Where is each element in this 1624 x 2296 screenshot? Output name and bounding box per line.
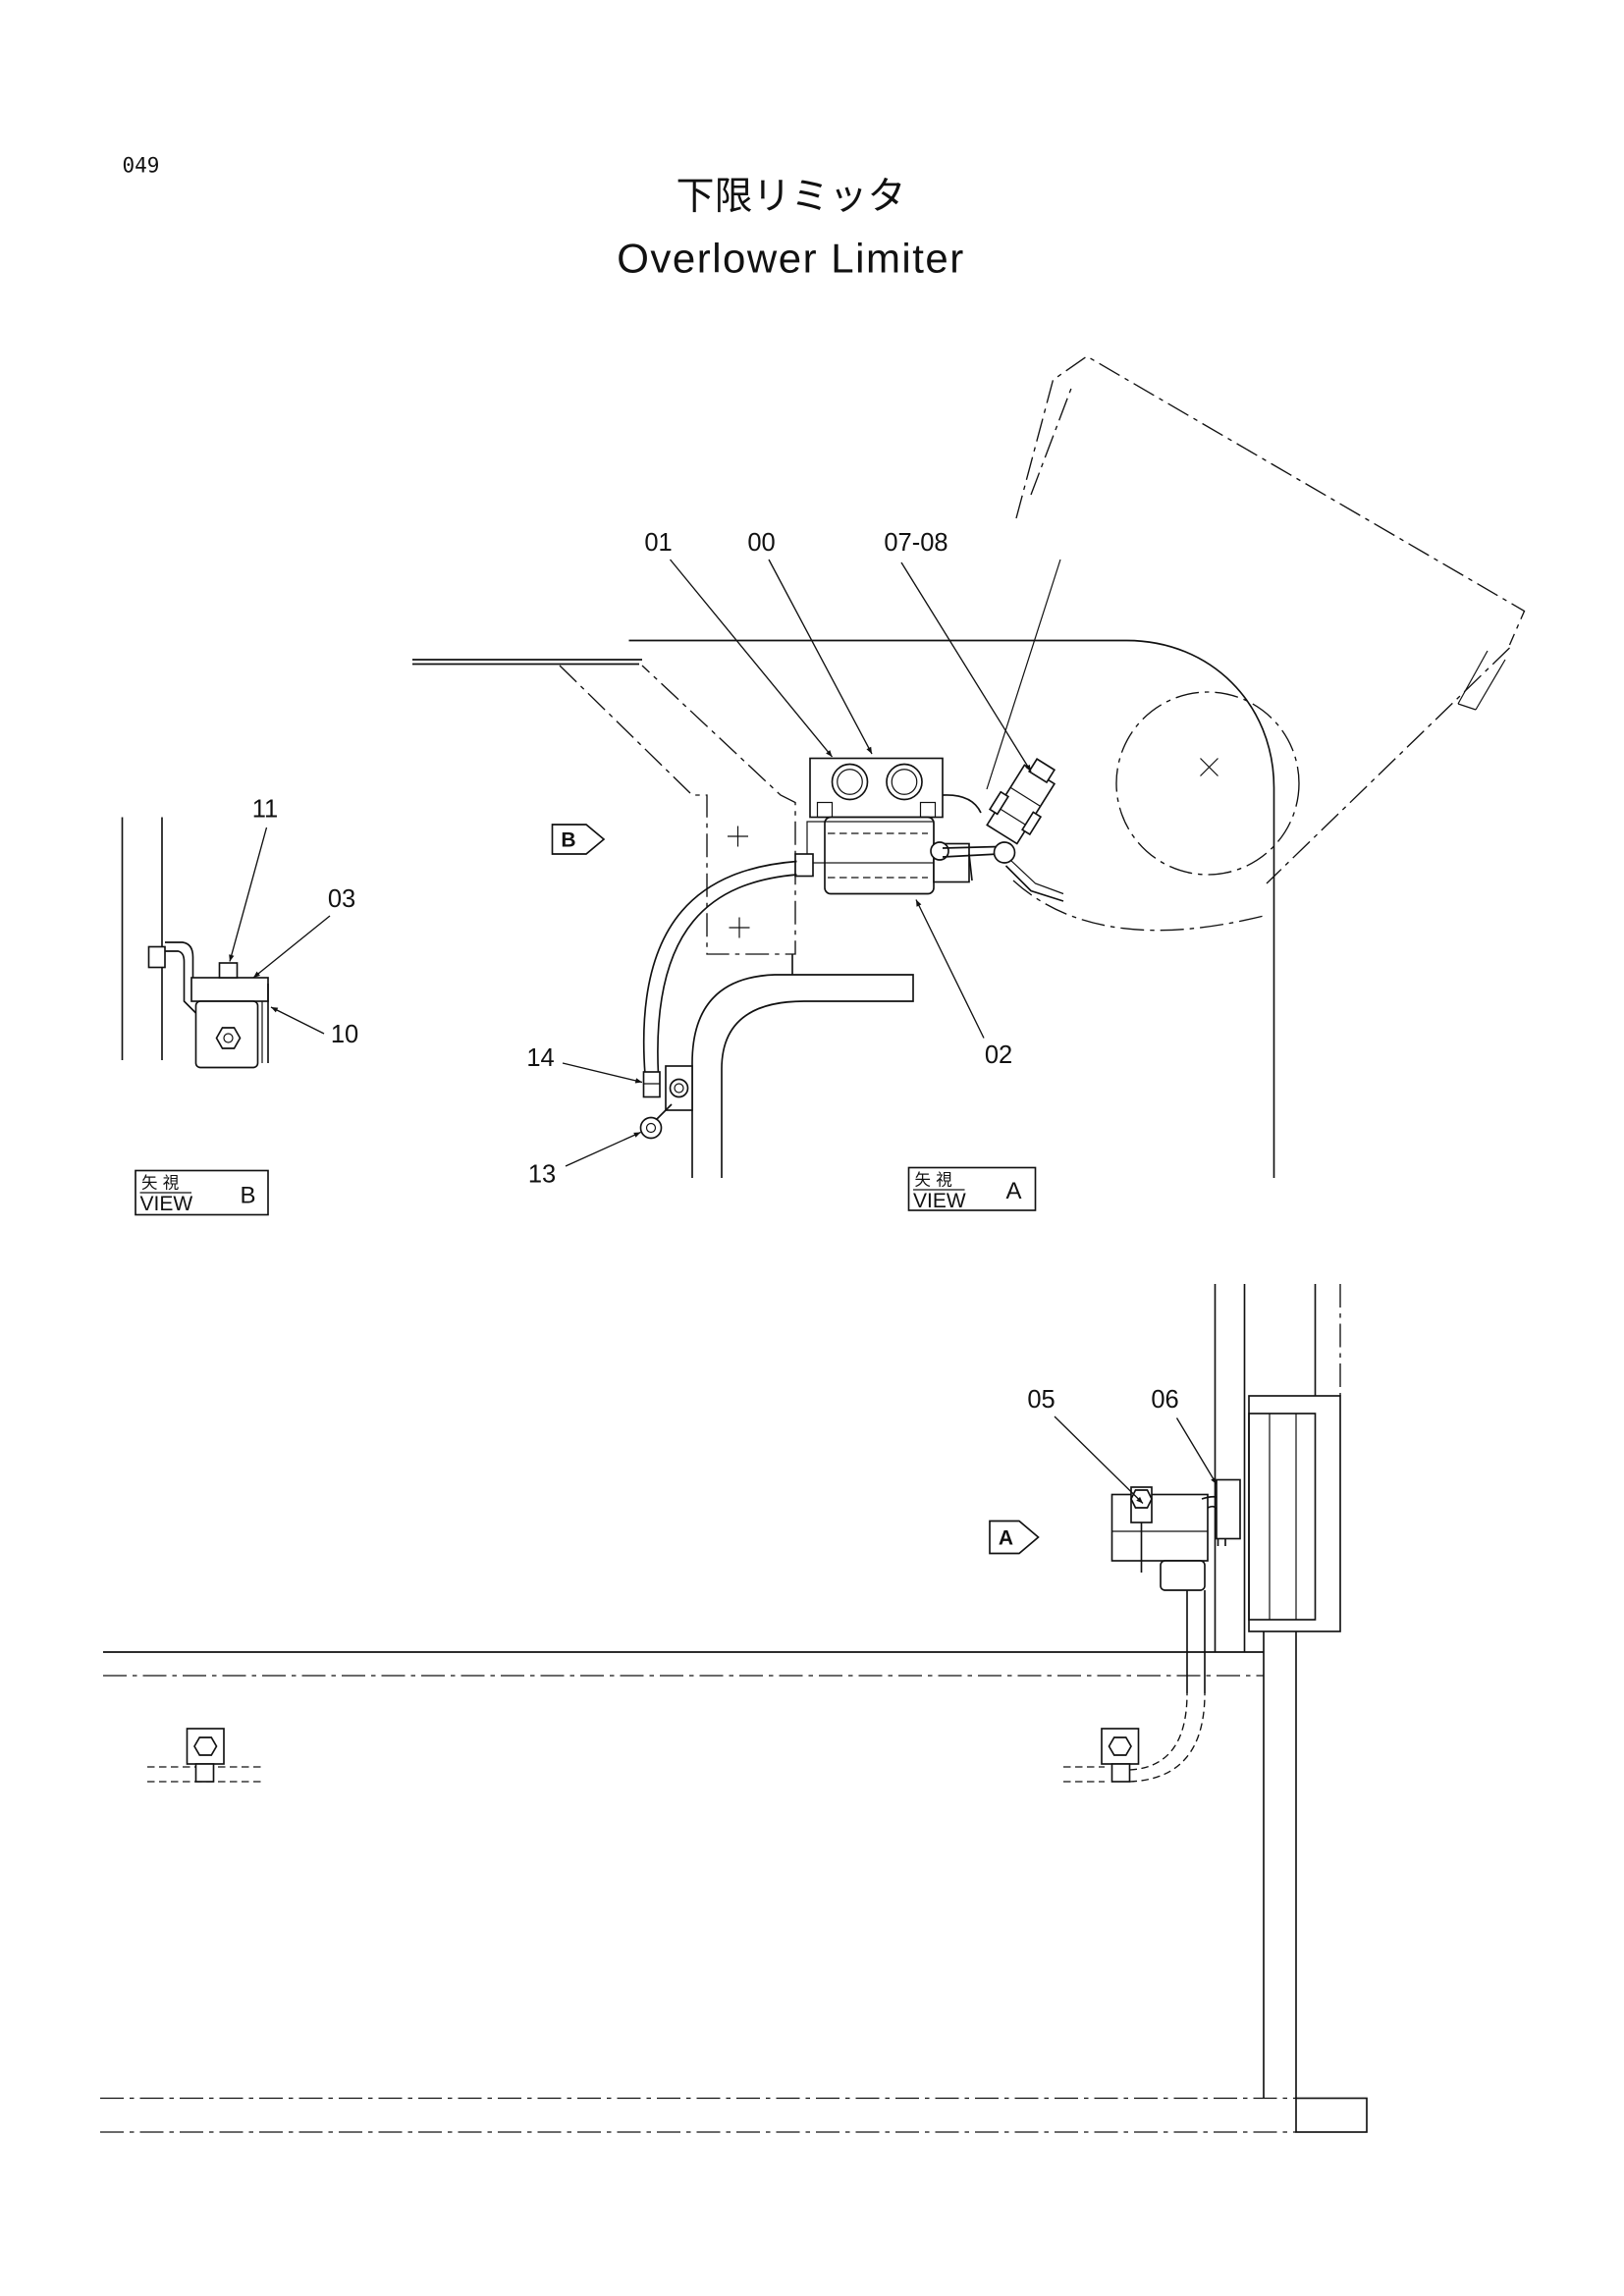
callout-06: 06 [1151, 1386, 1178, 1414]
sensor-side-assembly [1110, 1478, 1241, 1693]
leader-10 [270, 1006, 325, 1035]
switch-port-left [831, 763, 869, 801]
sensor-block [1110, 1493, 1209, 1562]
cable-clamp [642, 1065, 693, 1111]
bracket-knob [147, 945, 166, 969]
title-english: Overlower Limiter [617, 236, 965, 282]
view-b-label-en: VIEW [140, 1193, 193, 1215]
switch-head-block [809, 757, 944, 819]
cable-clip [639, 1103, 673, 1140]
leader-03 [252, 915, 331, 979]
view-marker-b: B [551, 824, 606, 855]
view-marker-b-letter: B [561, 829, 575, 852]
horizontal-members [100, 1651, 1368, 2133]
switch-body [824, 816, 935, 895]
leader-00 [768, 559, 873, 755]
mounting-plate-outline [559, 665, 796, 955]
side-view-drawing [100, 1284, 1368, 2133]
frame-top-line [412, 659, 642, 666]
hex-nut [215, 1027, 242, 1049]
title-japanese: 下限リミッタ [676, 175, 905, 219]
view-b-drawing [121, 817, 269, 1069]
callout-02: 02 [985, 1041, 1012, 1069]
view-b-label-ja: 矢 視 [141, 1174, 179, 1193]
callout-05: 05 [1027, 1386, 1055, 1414]
leader-11 [229, 827, 268, 962]
switch-cable-connector [794, 853, 814, 878]
callout-11: 11 [252, 796, 278, 824]
switch-roller [993, 841, 1016, 864]
bolt-11 [218, 962, 239, 979]
view-marker-a: A [989, 1520, 1040, 1555]
view-a-label-ja: 矢 視 [915, 1171, 952, 1190]
clamp-left [147, 1728, 265, 1783]
leader-13 [565, 1131, 641, 1167]
callout-13: 13 [528, 1161, 556, 1189]
clamp-right [1063, 1692, 1206, 1783]
sensor-lever [1004, 865, 1064, 902]
view-marker-a-letter: A [999, 1527, 1013, 1550]
switch-port-right [886, 763, 923, 801]
cable [642, 860, 797, 1076]
leader-07-08 [900, 561, 1032, 773]
callout-10: 10 [331, 1021, 358, 1048]
l-bracket [165, 941, 204, 1005]
view-a-label-letter: A [1006, 1178, 1022, 1204]
view-b-label-letter: B [241, 1183, 256, 1209]
sensor-assembly [986, 758, 1056, 845]
view-b-label-box: 矢 視 VIEW B [135, 1169, 269, 1216]
callout-03: 03 [328, 885, 355, 913]
leader-06 [1175, 1417, 1218, 1485]
part-callouts: 01 00 07-08 02 14 13 11 03 10 05 06 [229, 529, 1218, 1504]
callout-00: 00 [747, 529, 775, 557]
callout-14: 14 [526, 1044, 554, 1072]
leader-05 [1054, 1415, 1144, 1504]
callout-07-08: 07-08 [884, 529, 947, 557]
upright-members [1214, 1284, 1341, 2099]
boom-housing-outline [628, 639, 1300, 1178]
view-a-drawing [412, 355, 1526, 1178]
boom-member [691, 974, 914, 1178]
limit-switch-assembly [794, 757, 1016, 895]
bucket-outline [986, 355, 1526, 884]
view-a-label-box: 矢 視 VIEW A [907, 1166, 1037, 1212]
view-a-label-en: VIEW [913, 1190, 966, 1212]
flange-plate [1248, 1395, 1341, 1632]
switch-lever [942, 853, 1000, 858]
leader-02 [915, 899, 985, 1039]
leader-14 [562, 1062, 643, 1084]
callout-01: 01 [644, 529, 672, 557]
bracket-plate [190, 977, 269, 1002]
leader-01 [669, 559, 834, 758]
page-number: 049 [123, 154, 160, 178]
